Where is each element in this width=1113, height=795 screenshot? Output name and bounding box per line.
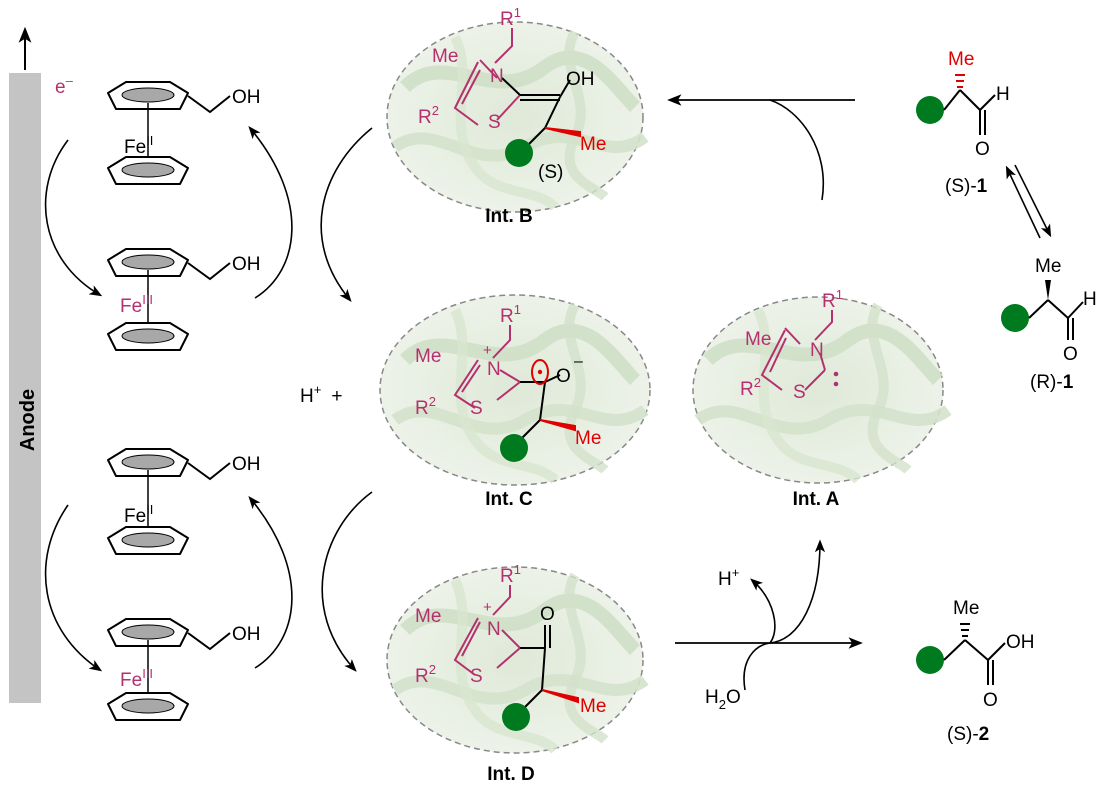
- svg-text:R2: R2: [415, 394, 436, 419]
- svg-text:R1: R1: [822, 287, 843, 312]
- svg-text:Me: Me: [745, 329, 771, 350]
- int-c-group: R1 + Me N R2 S O – Me: [379, 294, 650, 485]
- svg-text:OH: OH: [232, 624, 261, 645]
- svg-text:OH: OH: [1006, 632, 1035, 653]
- anode-electrode: [9, 73, 41, 703]
- int-c-to-d-arrow: [321, 491, 373, 672]
- svg-text:N: N: [810, 340, 824, 361]
- ferrocene-fe3-bottom: OH FeIII: [107, 618, 261, 721]
- compound-r1: Me H O (R)-1: [1001, 256, 1097, 393]
- svg-text:R1: R1: [500, 5, 521, 30]
- proton-release-arrow: [750, 578, 776, 644]
- svg-text:S: S: [470, 398, 483, 419]
- svg-text:Me: Me: [415, 346, 441, 367]
- svg-text:OH: OH: [566, 69, 595, 90]
- svg-text:Me: Me: [948, 49, 974, 70]
- ferrocene-fe2-lower: OH FeII: [107, 448, 261, 555]
- svg-text:S: S: [793, 382, 806, 403]
- int-b-label: Int. B: [485, 206, 533, 227]
- svg-text:S: S: [470, 666, 483, 687]
- svg-text:+: +: [483, 599, 492, 616]
- svg-text:OH: OH: [232, 87, 261, 108]
- svg-text:R1: R1: [500, 302, 521, 327]
- ferrocene-fe3-upper: OH FeIII: [107, 248, 261, 351]
- anode-label: Anode: [17, 389, 39, 451]
- svg-text:N: N: [487, 359, 501, 380]
- svg-text:R2: R2: [418, 103, 439, 128]
- to-int-a-arrow: [743, 539, 826, 691]
- svg-text:(S)-1: (S)-1: [945, 176, 988, 197]
- fe-reduction-arrow-upper: [248, 126, 293, 299]
- svg-text:N: N: [490, 66, 504, 87]
- svg-text:S: S: [488, 112, 501, 133]
- svg-text:O: O: [975, 139, 990, 160]
- svg-text:FeIII: FeIII: [120, 666, 153, 691]
- svg-text:R2: R2: [415, 662, 436, 687]
- svg-text:Me: Me: [953, 598, 979, 619]
- svg-text:Me: Me: [580, 696, 606, 717]
- svg-text:Me: Me: [432, 46, 458, 67]
- electron-label: e–: [55, 73, 74, 98]
- int-c-label: Int. C: [485, 489, 533, 510]
- svg-text:(S): (S): [538, 162, 563, 183]
- fe-reduction-arrow-lower: [248, 496, 293, 669]
- compound-s2: Me OH O (S)-2: [916, 598, 1035, 745]
- svg-text:O: O: [1063, 344, 1078, 365]
- svg-text:Me: Me: [575, 428, 601, 449]
- svg-text:O: O: [540, 604, 555, 625]
- svg-text:H: H: [1083, 289, 1097, 310]
- compound-s1: Me H O (S)-1: [916, 49, 1010, 197]
- svg-text:(S)-2: (S)-2: [947, 724, 989, 745]
- fe-oxidation-arrow-lower: [44, 504, 103, 672]
- int-b-to-c-arrow: [320, 127, 373, 302]
- svg-text:Me: Me: [1035, 256, 1061, 277]
- equilibrium-reverse-arrow: [1005, 165, 1041, 239]
- svg-text:OH: OH: [232, 454, 261, 475]
- svg-text:FeII: FeII: [124, 502, 153, 527]
- proton-plus-label: H++: [300, 382, 342, 407]
- int-a-group: R1 Me N R2 S: [693, 287, 948, 483]
- svg-text:O: O: [983, 690, 998, 711]
- svg-text:R1: R1: [500, 562, 521, 587]
- svg-text:(R)-1: (R)-1: [1030, 372, 1074, 393]
- svg-text:FeIII: FeIII: [120, 292, 153, 317]
- svg-text:Me: Me: [580, 134, 606, 155]
- equilibrium-forward-arrow: [1014, 164, 1052, 238]
- water-label: H2O: [705, 687, 741, 712]
- svg-text:R2: R2: [740, 375, 761, 400]
- int-b-group: R1 Me N R2 S OH Me (S): [386, 5, 645, 212]
- int-d-label: Int. D: [487, 764, 535, 785]
- int-a-label: Int. A: [793, 489, 840, 510]
- proton-release-label: H+: [718, 565, 739, 590]
- svg-text:OH: OH: [232, 254, 261, 275]
- fe-oxidation-arrow-upper: [44, 139, 103, 297]
- svg-text:+: +: [483, 342, 492, 359]
- svg-text:O: O: [556, 366, 571, 387]
- int-a-joining-curve: [769, 99, 825, 201]
- svg-text:H: H: [996, 84, 1010, 105]
- svg-text:FeII: FeII: [124, 133, 153, 158]
- ferrocene-fe2-top: OH FeII: [107, 81, 261, 185]
- svg-text:Me: Me: [415, 606, 441, 627]
- int-d-group: R1 + Me N R2 S O Me: [386, 562, 645, 753]
- svg-text:N: N: [487, 619, 501, 640]
- svg-text:–: –: [574, 353, 583, 370]
